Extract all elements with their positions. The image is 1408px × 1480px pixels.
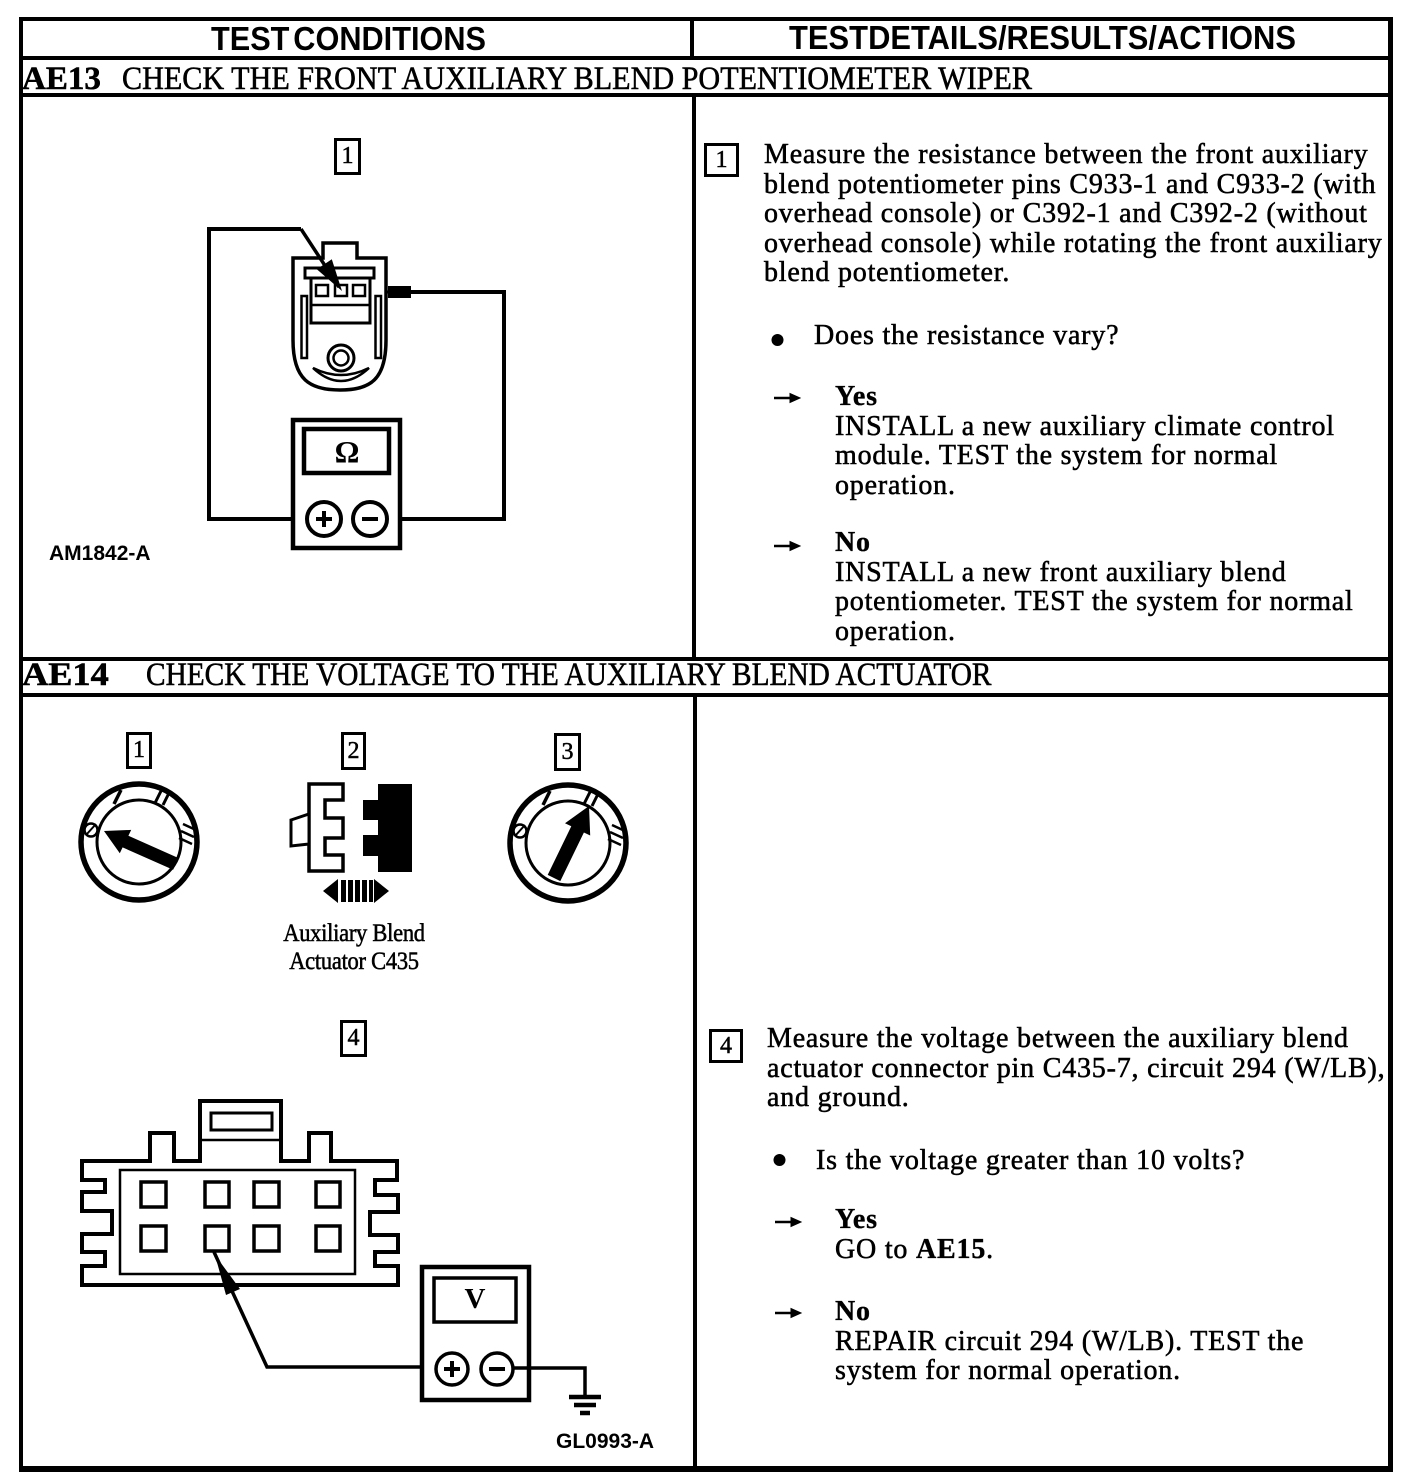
svg-text:Ω: Ω bbox=[335, 434, 360, 469]
svg-text:V: V bbox=[465, 1283, 486, 1315]
